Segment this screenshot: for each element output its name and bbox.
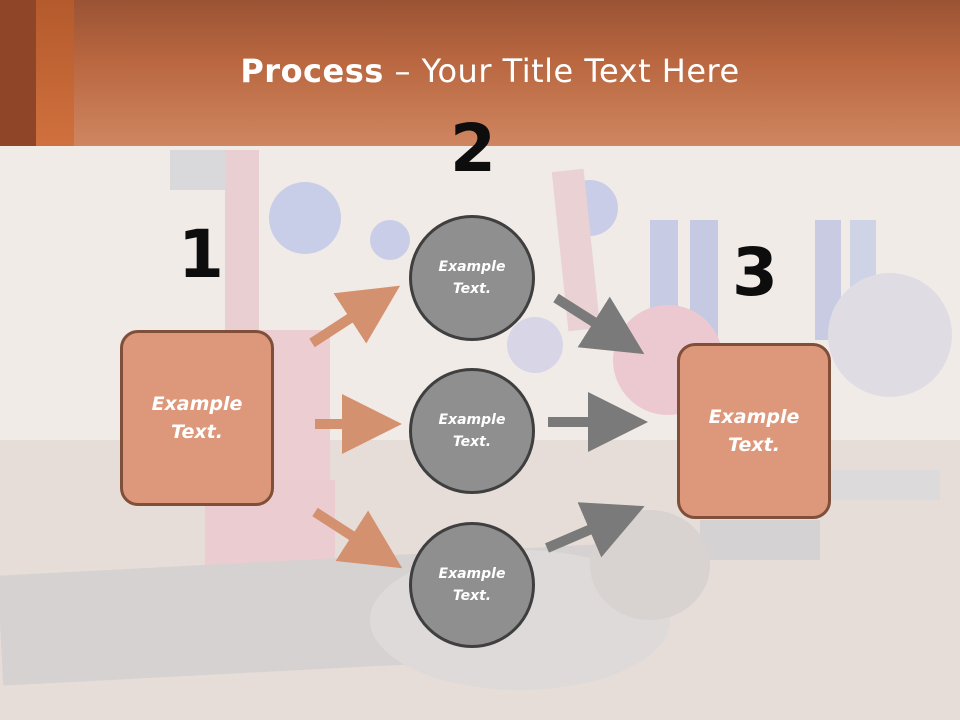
- slide-title: Process – Your Title Text Here: [240, 52, 740, 90]
- header-bar: [0, 0, 960, 146]
- step-3-box: Example Text.: [677, 343, 831, 519]
- step-number-2: 2: [450, 110, 496, 187]
- step-number-3: 3: [732, 234, 778, 311]
- circle-top-label: Example Text.: [438, 258, 506, 297]
- circle-middle-label: Example Text.: [438, 411, 506, 450]
- step-2-circle-middle: Example Text.: [409, 368, 535, 494]
- arrow-1-to-2c: [312, 507, 403, 569]
- arrow-2c-to-3: [545, 502, 645, 558]
- arrow-1-to-2a: [309, 285, 401, 348]
- arrow-2a-to-3: [553, 293, 645, 355]
- step-1-label: Example Text.: [151, 392, 243, 444]
- step-1-box: Example Text.: [120, 330, 274, 506]
- circle-bottom-label: Example Text.: [438, 565, 506, 604]
- step-number-1: 1: [178, 216, 224, 293]
- header-accent: [36, 0, 74, 146]
- step-2-circle-top: Example Text.: [409, 215, 535, 341]
- step-3-label: Example Text.: [708, 405, 800, 457]
- step-2-circle-bottom: Example Text.: [409, 522, 535, 648]
- header-accent-dark: [0, 0, 36, 146]
